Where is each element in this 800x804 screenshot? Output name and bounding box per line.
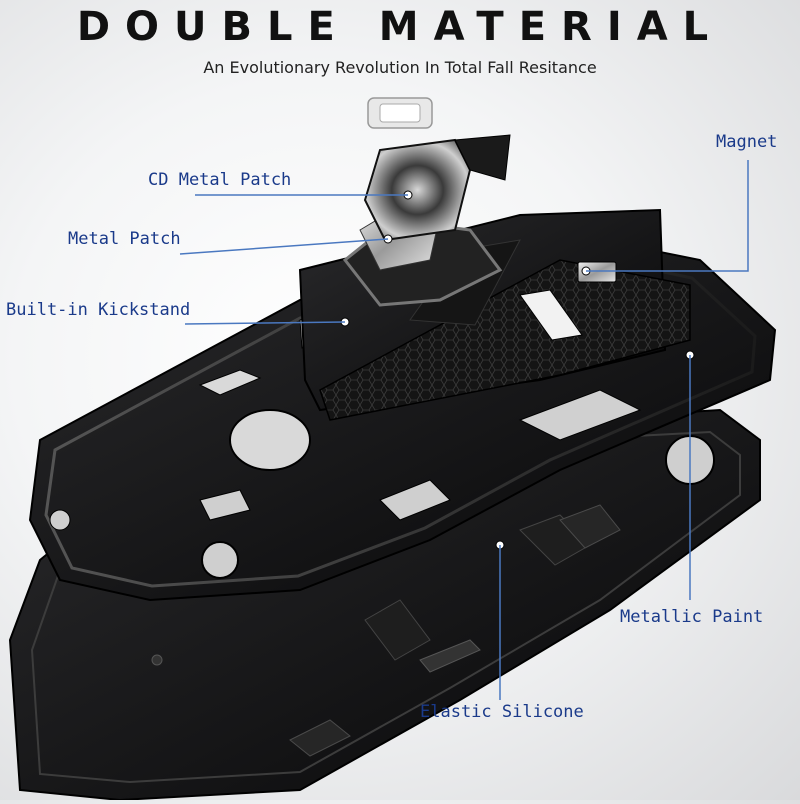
phone-outline-icon — [367, 97, 433, 129]
cd-metal-patch — [363, 134, 511, 242]
callout-magnet: Magnet — [716, 132, 778, 152]
callout-cd-metal-patch: CD Metal Patch — [148, 170, 292, 190]
callout-metallic-paint: Metallic Paint — [620, 607, 764, 627]
kickstand-leader — [184, 321, 346, 325]
callout-kickstand: Built-in Kickstand — [6, 300, 191, 320]
leader-lines — [179, 160, 749, 700]
callout-metal-patch: Metal Patch — [68, 229, 181, 249]
magnet-leader — [586, 160, 749, 272]
callout-elastic-silicone: Elastic Silicone — [420, 702, 584, 722]
metal-patch-leader — [179, 238, 389, 255]
headline: DOUBLE MATERIAL — [76, 4, 724, 50]
subheadline: An Evolutionary Revolution In Total Fall… — [203, 58, 597, 77]
